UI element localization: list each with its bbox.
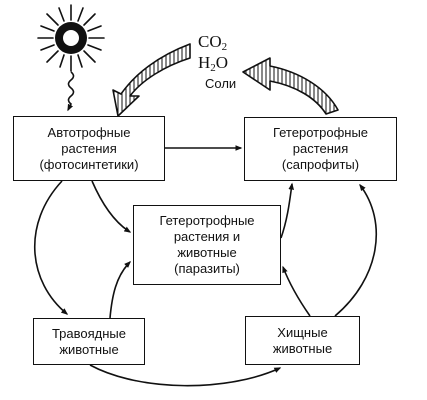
predators-box: Хищные животные	[245, 316, 360, 365]
h2o-label: H2O	[198, 53, 229, 74]
box-line: Травоядные	[51, 325, 127, 341]
saprophytes-box: Гетеротрофные растения (сапрофиты)	[244, 117, 397, 181]
box-line: животные	[59, 341, 119, 357]
box-line: растения и	[173, 229, 241, 244]
box-line: Автотрофные	[47, 124, 131, 140]
co2-label: CO2	[198, 32, 228, 53]
box-line: животные	[177, 245, 237, 260]
box-line: Гетеротрофные	[159, 213, 255, 228]
box-line: животные	[272, 340, 333, 356]
arrow-predators-to-parasites	[282, 265, 311, 317]
herbivores-box: Травоядные животные	[33, 318, 145, 365]
autotrophs-box: Автотрофные растения (фотосинтетики)	[13, 116, 165, 181]
box-line: Хищные	[277, 324, 328, 340]
wavy-sunlight-arrow-icon	[67, 71, 75, 112]
box-line: Гетеротрофные	[272, 125, 369, 140]
sun-icon	[37, 4, 105, 72]
arrow-predators-to-saprophytes	[334, 183, 378, 317]
arrow-herbivores-to-predators	[89, 364, 282, 387]
salts-label: Соли	[205, 76, 237, 91]
hatched-curved-arrow-icon	[242, 57, 339, 115]
hatched-curved-arrow-icon	[112, 43, 191, 117]
box-line: растения	[61, 140, 117, 156]
arrow-autotrophs-to-herbivores	[33, 180, 69, 315]
arrow-herbivores-to-parasites	[109, 261, 131, 319]
arrow-autotrophs-to-parasites	[91, 180, 132, 233]
arrow-parasites-to-saprophytes	[280, 182, 294, 239]
box-line: (сапрофиты)	[281, 157, 360, 172]
box-line: (фотосинтетики)	[39, 156, 139, 172]
box-line: растения	[292, 141, 349, 156]
box-line: (паразиты)	[174, 261, 240, 276]
parasites-box: Гетеротрофные растения и животные (параз…	[133, 205, 281, 285]
